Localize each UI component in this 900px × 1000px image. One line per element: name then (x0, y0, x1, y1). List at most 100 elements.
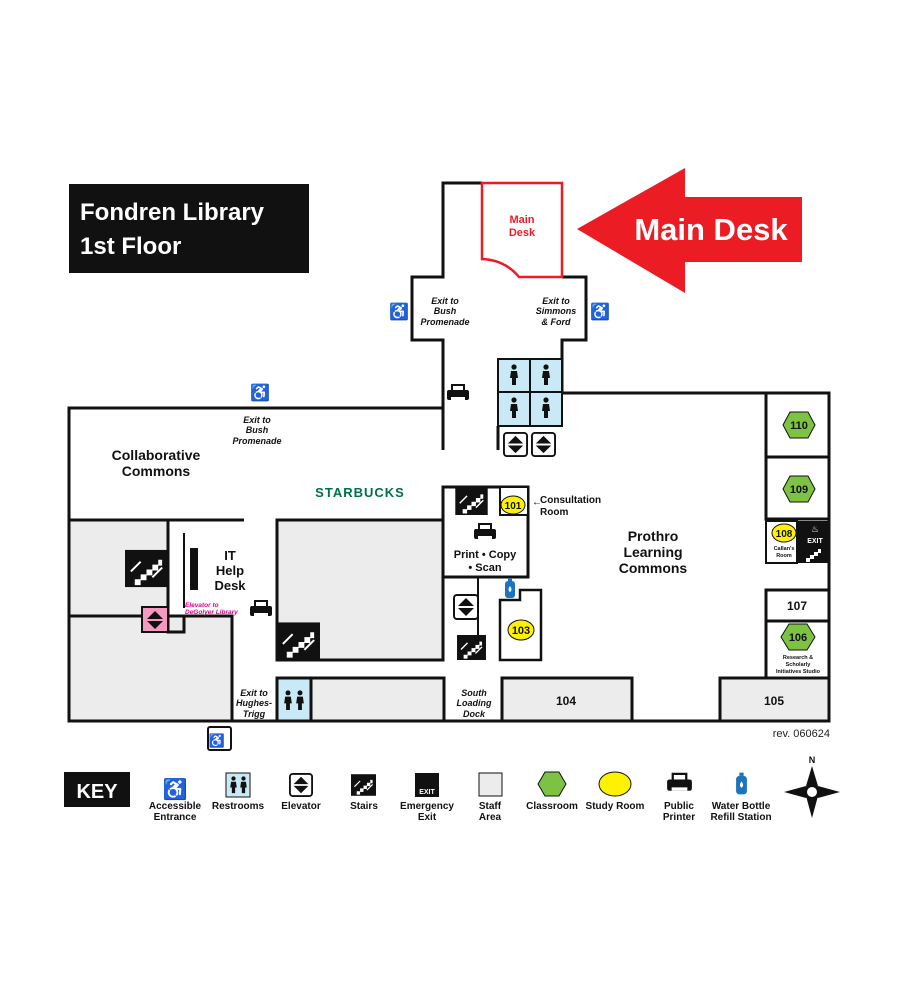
key-item-staff-area: Staff Area (478, 772, 503, 823)
degolyer-elevator-label: DeGolyer Library (185, 609, 238, 616)
elevator-icon[interactable] (531, 432, 556, 457)
accessible-ramp-icon (207, 726, 232, 751)
exit-hughes-label: Trigg (243, 709, 266, 719)
svg-text:Public: Public (664, 801, 694, 812)
stairs-icon (351, 773, 376, 797)
public-printer-icon (666, 772, 693, 792)
accessible-entrance-icon: ♿ (590, 302, 610, 321)
exit-simmons-label: Simmons (536, 306, 577, 316)
accessible-entrance-icon: ♿ (389, 302, 409, 321)
key-item-emergency-exit: EXIT Emergency Exit (400, 773, 454, 823)
classroom-icon (537, 771, 567, 797)
room-104[interactable] (500, 676, 634, 723)
svg-text:Exit: Exit (418, 812, 437, 823)
room-110-number: 110 (790, 420, 808, 432)
exit-hughes-label: Exit to (240, 688, 268, 698)
stairs-icon (455, 635, 488, 660)
room-108-name: Callan's (774, 546, 795, 552)
main-desk-callout-label: Main Desk (634, 212, 788, 247)
elevator-icon[interactable] (453, 594, 479, 620)
classroom-icon (780, 623, 816, 651)
exit-bush-mid-label: Bush (246, 425, 269, 435)
prothro-label: Commons (619, 560, 688, 576)
degolyer-elevator-label: Elevator to (185, 602, 219, 609)
svg-text:Stairs: Stairs (350, 801, 378, 812)
svg-text:EXIT: EXIT (419, 789, 435, 796)
starbucks-logo-text: STARBUCKS (315, 485, 405, 500)
room-105[interactable] (718, 676, 831, 723)
key-item-study-room: Study Room (586, 771, 645, 812)
wall (410, 181, 482, 450)
wall (560, 275, 588, 393)
title-line-1: Fondren Library (80, 199, 265, 226)
svg-text:N: N (809, 755, 816, 765)
study-room-icon (507, 619, 535, 641)
arrow-icon: ← (532, 497, 542, 508)
room-108-number: 108 (776, 529, 793, 540)
room-108-name: Room (776, 553, 792, 559)
exit-bush-top-label: Exit to (431, 296, 459, 306)
collaborative-commons-label: Collaborative (112, 447, 201, 463)
print-copy-scan-label: Print • Copy (454, 549, 517, 561)
svg-text:Restrooms: Restrooms (212, 801, 265, 812)
title-line-2: 1st Floor (80, 233, 181, 260)
exit-simmons-label: & Ford (542, 317, 571, 327)
accessible-entrance-icon: ♿ (163, 777, 188, 801)
it-help-desk-label: Desk (214, 578, 246, 593)
it-help-desk-label: Help (216, 563, 244, 578)
exit-bush-top-label: Promenade (420, 317, 469, 327)
key-title-box (64, 772, 130, 807)
key-item-restrooms: Restrooms (212, 772, 265, 812)
exit-hughes-label: Hughes- (236, 698, 272, 708)
svg-text:Emergency: Emergency (400, 801, 454, 812)
consultation-room-label: Consultation (540, 495, 601, 506)
classroom-icon (782, 411, 816, 439)
elevator-icon[interactable] (503, 432, 528, 457)
room-109-number: 109 (790, 484, 808, 496)
stairs-icon (453, 487, 490, 515)
svg-text:Classroom: Classroom (526, 801, 578, 812)
printer-icon[interactable] (446, 384, 470, 401)
main-desk-label: Main (509, 214, 534, 226)
print-copy-scan-label: • Scan (468, 562, 501, 574)
restroom (275, 676, 313, 723)
study-room-icon (500, 495, 526, 515)
exit-bush-mid-label: Exit to (243, 415, 271, 425)
emergency-exit-icon (415, 773, 439, 797)
wall (166, 520, 186, 634)
svg-text:Accessible: Accessible (149, 801, 202, 812)
key-item-stairs: Stairs (350, 773, 378, 812)
printer-icon[interactable] (249, 600, 273, 617)
it-help-desk-label: IT (224, 548, 236, 563)
exit-bush-mid-label: Promenade (232, 436, 281, 446)
restrooms-block (497, 358, 563, 427)
exit-simmons-label: Exit to (542, 296, 570, 306)
water-bottle-icon (736, 772, 747, 795)
accessible-entrance-icon: ♿ (209, 733, 225, 748)
staff-area-icon (478, 772, 503, 797)
consultation-room-label: Room (540, 507, 568, 518)
key-item-classroom: Classroom (526, 771, 578, 812)
loading-dock-label: Dock (463, 709, 486, 719)
svg-text:Elevator: Elevator (281, 801, 321, 812)
prothro-label: Prothro (628, 528, 679, 544)
svg-text:Printer: Printer (663, 812, 695, 823)
loading-dock-label: South (461, 688, 487, 698)
key-item-water-bottle: Water Bottle Refill Station (710, 772, 772, 823)
stairs-icon (806, 549, 821, 562)
key-item-accessible: ♿ Accessible Entrance (149, 777, 202, 823)
key-item-printer: Public Printer (663, 772, 695, 823)
svg-text:Staff: Staff (479, 801, 502, 812)
svg-text:Area: Area (479, 812, 502, 823)
room-106-name: Research & (783, 655, 813, 661)
collaborative-commons-label: Commons (122, 463, 191, 479)
room-105-number: 105 (764, 694, 784, 708)
room-106-name: Initiatives Studio (776, 669, 821, 675)
room-101-number: 101 (505, 501, 522, 512)
main-desk-label: Desk (509, 227, 536, 239)
title-box (69, 184, 309, 273)
revision-label: rev. 060624 (773, 728, 830, 740)
staff-area (67, 614, 234, 723)
main-desk-room[interactable] (480, 181, 564, 279)
